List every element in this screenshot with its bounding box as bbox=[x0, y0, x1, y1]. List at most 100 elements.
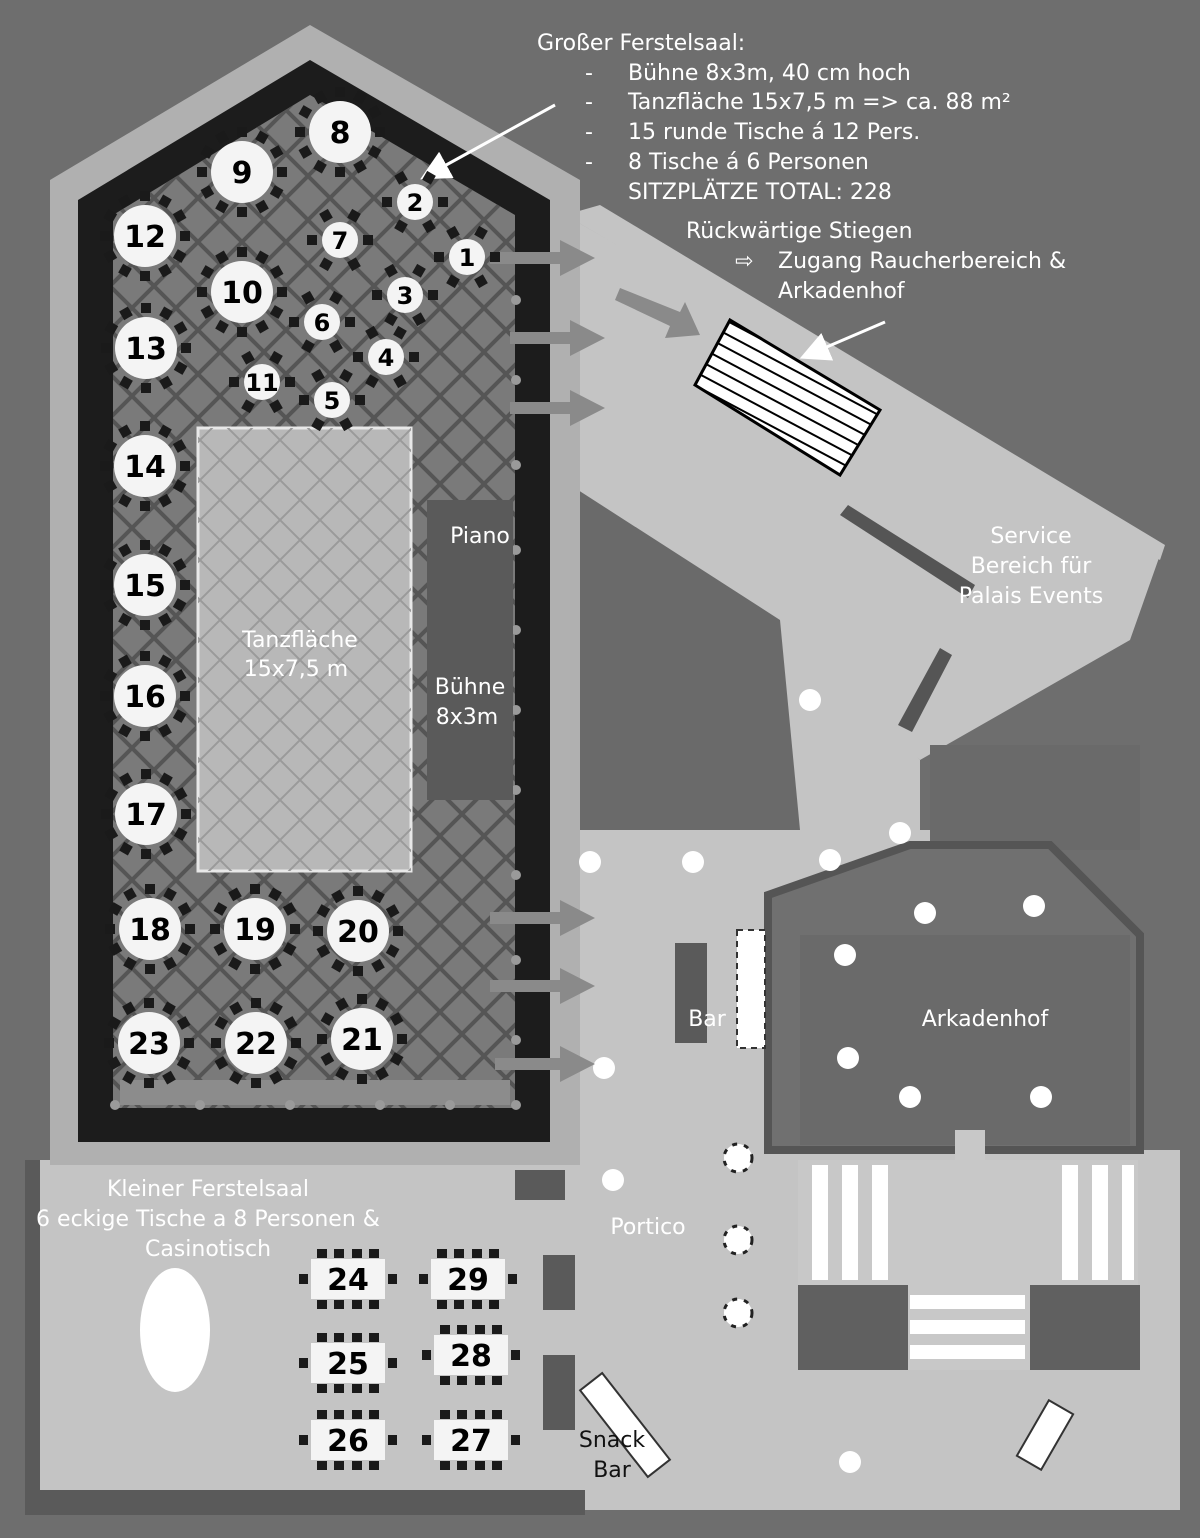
stage bbox=[427, 500, 513, 800]
rect-table-29: 29 bbox=[419, 1249, 517, 1309]
table-number-28: 28 bbox=[450, 1339, 492, 1374]
round-table-13: 13 bbox=[101, 303, 191, 393]
table-number-29: 29 bbox=[447, 1263, 489, 1298]
table-number-20: 20 bbox=[337, 915, 379, 950]
table-number-4: 4 bbox=[378, 344, 395, 372]
round-table-4: 4 bbox=[353, 325, 419, 389]
info-title: Großer Ferstelsaal: bbox=[537, 31, 745, 56]
table-number-10: 10 bbox=[221, 276, 263, 311]
round-table-17: 17 bbox=[101, 769, 191, 859]
portico-lights bbox=[579, 689, 1052, 1473]
piano-label: Piano bbox=[450, 524, 510, 549]
small-hall-label-1: Kleiner Ferstelsaal bbox=[107, 1177, 309, 1202]
portico-round-tables bbox=[722, 1142, 754, 1329]
stage-label-2: 8x3m bbox=[436, 705, 498, 730]
table-number-15: 15 bbox=[124, 569, 166, 604]
round-table-8: 8 bbox=[295, 87, 385, 177]
service-line-1: Service bbox=[990, 524, 1071, 549]
snack-bar-counter bbox=[578, 1371, 672, 1479]
stairs-arrow-icon: ⇨ bbox=[735, 249, 753, 274]
round-table-10: 10 bbox=[197, 247, 287, 337]
snack-bar-label-1: Snack bbox=[579, 1428, 645, 1453]
table-number-12: 12 bbox=[124, 220, 166, 255]
round-table-16: 16 bbox=[100, 651, 190, 741]
round-table-18: 18 bbox=[105, 884, 195, 974]
info-bullet-1: - bbox=[585, 61, 593, 86]
small-hall-label-2: 6 eckige Tische a 8 Personen & bbox=[36, 1207, 380, 1232]
table-number-13: 13 bbox=[125, 332, 167, 367]
rect-table-27: 27 bbox=[422, 1410, 520, 1470]
dark-rooms bbox=[578, 490, 1140, 850]
table-number-7: 7 bbox=[332, 227, 349, 255]
round-table-6: 6 bbox=[289, 290, 355, 354]
table-number-27: 27 bbox=[450, 1424, 492, 1459]
round-table-1: 1 bbox=[434, 225, 500, 289]
round-table-12: 12 bbox=[100, 191, 190, 281]
table-number-23: 23 bbox=[128, 1027, 170, 1062]
stairs-line-1: Zugang Raucherbereich & bbox=[778, 249, 1066, 274]
round-table-23: 23 bbox=[104, 998, 194, 1088]
info-line-2: Tanzfläche 15x7,5 m => ca. 88 m² bbox=[627, 90, 1011, 115]
rect-table-26: 26 bbox=[299, 1410, 397, 1470]
round-table-21: 21 bbox=[317, 994, 407, 1084]
round-table-7: 7 bbox=[307, 208, 373, 272]
table-number-25: 25 bbox=[327, 1347, 369, 1382]
casino-table bbox=[140, 1268, 210, 1392]
arkadenhof-room bbox=[764, 841, 1144, 1370]
info-line-3: 15 runde Tische á 12 Pers. bbox=[628, 120, 920, 145]
table-number-8: 8 bbox=[330, 116, 351, 151]
round-table-11: 11 bbox=[229, 350, 295, 414]
table-number-5: 5 bbox=[324, 387, 341, 415]
dancefloor-label-2: 15x7,5 m bbox=[244, 657, 348, 682]
table-number-9: 9 bbox=[232, 156, 253, 191]
service-line-3: Palais Events bbox=[959, 584, 1103, 609]
portico-label: Portico bbox=[610, 1215, 685, 1240]
info-line-4: 8 Tische á 6 Personen bbox=[628, 150, 869, 175]
table-number-11: 11 bbox=[245, 369, 278, 397]
round-table-15: 15 bbox=[100, 540, 190, 630]
table-number-14: 14 bbox=[124, 450, 166, 485]
dancefloor bbox=[196, 426, 413, 873]
stairs-pointer-arrow bbox=[799, 320, 886, 361]
stairs-line-2: Arkadenhof bbox=[778, 279, 906, 304]
round-table-2: 2 bbox=[382, 170, 448, 234]
table-number-19: 19 bbox=[234, 913, 276, 948]
stage-label-1: Bühne bbox=[435, 675, 505, 700]
table-number-2: 2 bbox=[407, 189, 424, 217]
rect-table-24: 24 bbox=[299, 1249, 397, 1309]
rect-table-25: 25 bbox=[299, 1333, 397, 1393]
round-table-9: 9 bbox=[197, 127, 287, 217]
round-table-14: 14 bbox=[100, 421, 190, 511]
service-line-2: Bereich für bbox=[971, 554, 1093, 579]
round-table-19: 19 bbox=[210, 884, 300, 974]
snack-bar-label-2: Bar bbox=[593, 1458, 632, 1483]
table-number-3: 3 bbox=[397, 282, 414, 310]
exit-arrows bbox=[490, 240, 700, 1082]
table-number-18: 18 bbox=[129, 913, 171, 948]
rect-table-28: 28 bbox=[422, 1325, 520, 1385]
stairs-title: Rückwärtige Stiegen bbox=[686, 219, 913, 244]
saal-wall-pillars bbox=[110, 295, 521, 1110]
table-number-6: 6 bbox=[314, 309, 331, 337]
small-hall-label-3: Casinotisch bbox=[145, 1237, 271, 1262]
round-table-22: 22 bbox=[211, 998, 301, 1088]
arkadenhof-label: Arkadenhof bbox=[922, 1007, 1050, 1032]
bar-counter bbox=[675, 943, 707, 1043]
table-number-24: 24 bbox=[327, 1263, 369, 1298]
info-bullet-4: - bbox=[585, 150, 593, 175]
info-bullet-3: - bbox=[585, 120, 593, 145]
table-number-17: 17 bbox=[125, 798, 167, 833]
small-hall-fixtures bbox=[25, 1160, 1075, 1515]
table-number-16: 16 bbox=[124, 680, 166, 715]
rear-stairs-block bbox=[693, 317, 883, 478]
table-number-21: 21 bbox=[341, 1023, 383, 1058]
side-counter bbox=[1015, 1398, 1075, 1472]
labels: Großer Ferstelsaal: - Bühne 8x3m, 40 cm … bbox=[36, 31, 1103, 1483]
service-walls bbox=[840, 505, 975, 732]
table-number-26: 26 bbox=[327, 1424, 369, 1459]
bar-counter-light bbox=[736, 929, 766, 1049]
round-table-20: 20 bbox=[313, 886, 403, 976]
table-number-22: 22 bbox=[235, 1027, 277, 1062]
